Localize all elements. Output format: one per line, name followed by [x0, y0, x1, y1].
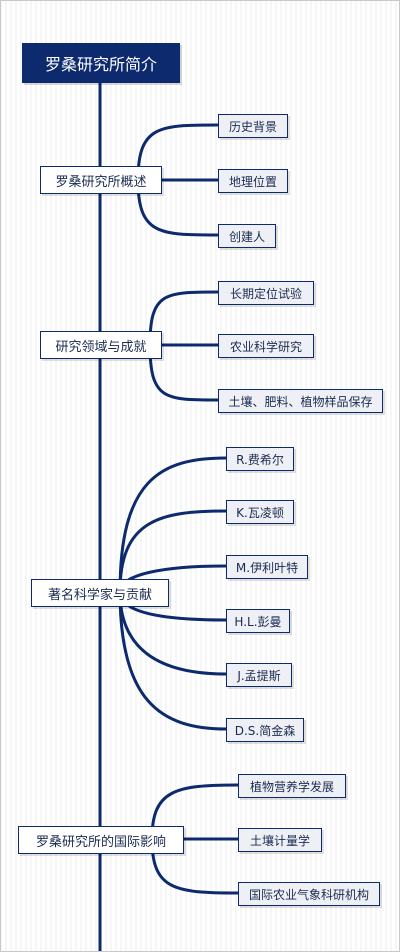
- subtopic-long-term-experiment[interactable]: 长期定位试验: [218, 281, 314, 305]
- root-topic[interactable]: 罗桑研究所简介: [22, 43, 180, 83]
- subtopic-scientist-fisher[interactable]: R.费希尔: [226, 447, 294, 471]
- subtopic-scientist-monteith[interactable]: J.孟提斯: [226, 663, 292, 687]
- subtopic-scientist-penman[interactable]: H.L.彭曼: [226, 609, 290, 633]
- subtopic-scientist-warington[interactable]: K.瓦凌顿: [226, 500, 294, 524]
- subtopic-agrometeorology-institution[interactable]: 国际农业气象科研机构: [238, 882, 380, 906]
- topic-international-influence[interactable]: 罗桑研究所的国际影响: [18, 826, 184, 854]
- subtopic-sample-preservation[interactable]: 土壤、肥料、植物样品保存: [218, 389, 383, 413]
- subtopic-agricultural-research[interactable]: 农业科学研究: [218, 334, 314, 358]
- subtopic-founder[interactable]: 创建人: [218, 224, 276, 248]
- subtopic-soil-metrology[interactable]: 土壤计量学: [238, 828, 322, 852]
- topic-scientists-contributions[interactable]: 著名科学家与贡献: [31, 579, 169, 607]
- topic-overview[interactable]: 罗桑研究所概述: [40, 166, 162, 194]
- subtopic-scientist-jenkinson[interactable]: D.S.简金森: [226, 718, 304, 742]
- subtopic-history-background[interactable]: 历史背景: [218, 114, 288, 138]
- topic-research-achievements[interactable]: 研究领域与成就: [40, 331, 162, 359]
- subtopic-plant-nutrition[interactable]: 植物营养学发展: [238, 774, 346, 798]
- subtopic-geographic-location[interactable]: 地理位置: [218, 169, 288, 193]
- subtopic-scientist-elliott[interactable]: M.伊利叶特: [226, 555, 308, 579]
